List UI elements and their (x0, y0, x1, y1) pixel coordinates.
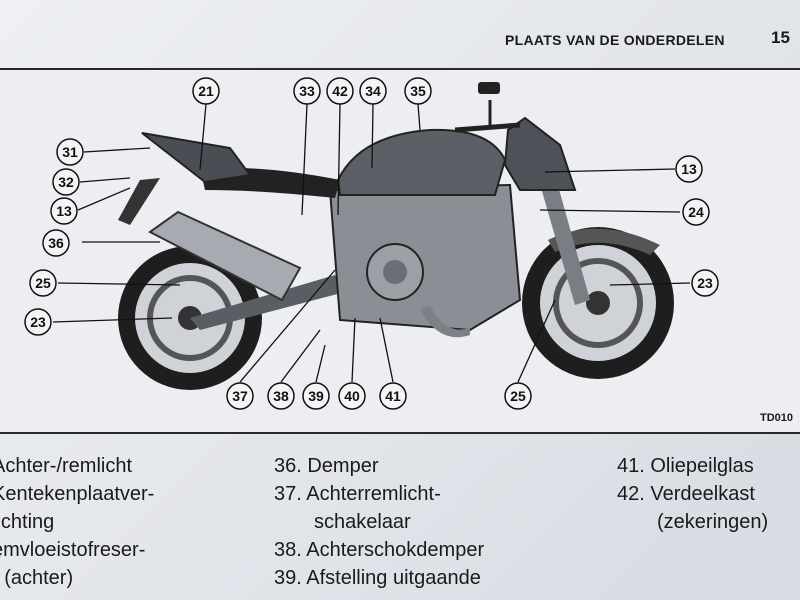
legend-item: 39. Afstelling uitgaande (274, 567, 481, 589)
legend-item: lichting (0, 511, 55, 533)
svg-text:39: 39 (308, 388, 324, 404)
svg-text:34: 34 (365, 83, 381, 99)
legend-column-1: Achter-/remlicht Kentekenplaatver- licht… (0, 452, 154, 592)
callout-23-right: 23 (691, 269, 719, 297)
svg-text:40: 40 (344, 388, 360, 404)
legend-item: 37. Achterremlicht- (274, 483, 441, 505)
callout-33: 33 (293, 77, 321, 105)
svg-text:25: 25 (35, 275, 51, 291)
page-title: PLAATS VAN DE ONDERDELEN (505, 32, 725, 48)
license-plate-holder (118, 178, 160, 225)
callout-35: 35 (404, 77, 432, 105)
svg-text:38: 38 (273, 388, 289, 404)
svg-text:42: 42 (332, 83, 348, 99)
callout-31: 31 (56, 138, 84, 166)
legend-column-3: 41. Oliepeilglas 42. Verdeelkast (zekeri… (617, 452, 768, 536)
callout-25-right: 25 (504, 382, 532, 410)
svg-text:31: 31 (62, 144, 78, 160)
svg-text:25: 25 (510, 388, 526, 404)
svg-text:41: 41 (385, 388, 401, 404)
legend-item: 42. Verdeelkast (617, 483, 755, 505)
legend-item: 38. Achterschokdemper (274, 539, 485, 561)
legend-item: Achter-/remlicht (0, 455, 133, 477)
legend-item: schakelaar (314, 511, 411, 533)
callout-36: 36 (42, 229, 70, 257)
handlebar (454, 122, 521, 133)
callout-21: 21 (192, 77, 220, 105)
svg-text:21: 21 (198, 83, 214, 99)
legend-item: r (achter) (0, 567, 74, 589)
callout-37: 37 (226, 382, 254, 410)
callout-24: 24 (682, 198, 710, 226)
legend-item: Kentekenplaatver- (0, 483, 155, 505)
tail-cowl (141, 132, 252, 184)
svg-text:24: 24 (688, 204, 704, 220)
svg-text:33: 33 (299, 83, 315, 99)
headlight-cowl (503, 116, 577, 191)
callout-38: 38 (267, 382, 295, 410)
callout-32: 32 (52, 168, 80, 196)
callout-42: 42 (326, 77, 354, 105)
callout-40: 40 (338, 382, 366, 410)
callout-23-left: 23 (24, 308, 52, 336)
svg-text:13: 13 (681, 161, 697, 177)
svg-text:35: 35 (410, 83, 426, 99)
mirror (478, 82, 500, 94)
legend-item: emvloeistofreser- (0, 539, 146, 561)
legend-item: (zekeringen) (657, 511, 769, 533)
callout-13-right: 13 (675, 155, 703, 183)
swing-arm (190, 275, 345, 330)
callout-41: 41 (379, 382, 407, 410)
front-fender (548, 228, 660, 255)
legend-column-2: 36. Demper 37. Achterremlicht- schakelaa… (274, 452, 484, 592)
callout-34: 34 (359, 77, 387, 105)
callout-13-left: 13 (50, 197, 78, 225)
svg-text:36: 36 (48, 235, 64, 251)
fuel-tank (336, 128, 507, 196)
page-number: 15 (771, 28, 790, 47)
callout-25-left: 25 (29, 269, 57, 297)
svg-text:13: 13 (56, 203, 72, 219)
svg-text:23: 23 (697, 275, 713, 291)
legend-item: 36. Demper (274, 455, 379, 477)
legend-item: 41. Oliepeilglas (617, 455, 754, 477)
svg-text:37: 37 (232, 388, 248, 404)
figure-reference-code: TD010 (760, 412, 794, 424)
svg-text:32: 32 (58, 174, 74, 190)
callout-39: 39 (302, 382, 330, 410)
callout-leaders (52, 103, 691, 383)
svg-text:23: 23 (30, 314, 46, 330)
callouts: 21 33 42 34 35 31 32 13 36 25 23 13 24 2… (24, 77, 719, 410)
muffler (148, 210, 302, 302)
